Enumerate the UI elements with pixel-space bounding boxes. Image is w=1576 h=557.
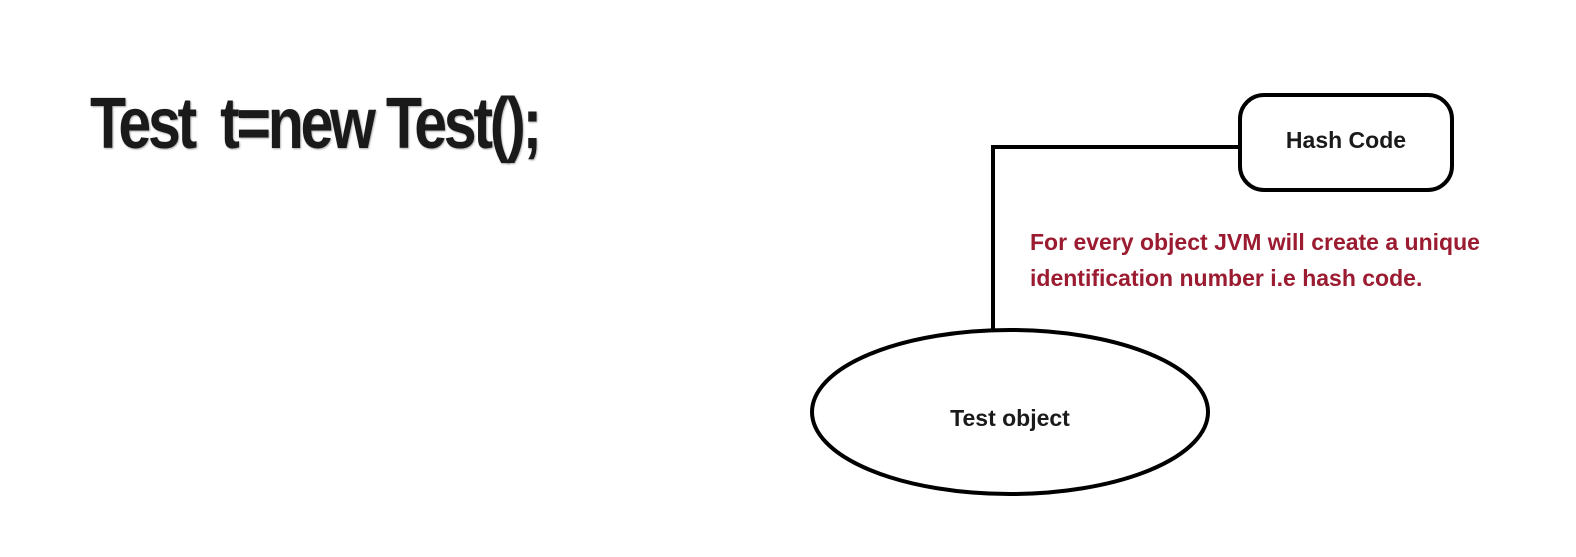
code-statement: Test t=new Test(); (90, 84, 542, 164)
note-line-2: identification number i.e hash code. (1030, 265, 1423, 291)
hash-code-note: For every object JVM will create a uniqu… (1030, 224, 1570, 296)
hash-code-label: Hash Code (1285, 127, 1407, 153)
hash-code-box (1238, 93, 1454, 192)
test-object-ellipse (810, 328, 1210, 496)
connector-line (991, 145, 1242, 330)
test-object-label: Test object (950, 405, 1070, 431)
note-line-1: For every object JVM will create a uniqu… (1030, 229, 1480, 255)
